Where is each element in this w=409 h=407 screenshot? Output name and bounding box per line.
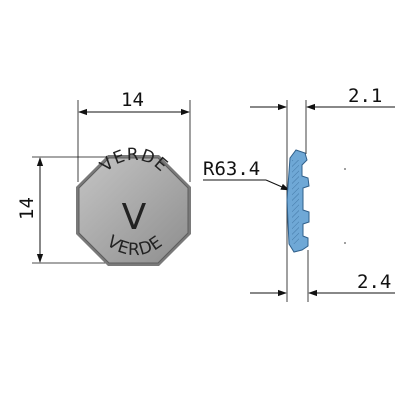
- octagon-badge-face: [78, 157, 189, 264]
- badge-center-letter: V: [122, 197, 147, 238]
- side-view: 2.1 2.4 R63.4: [203, 85, 395, 302]
- section-hatch: [292, 160, 299, 244]
- radius-label: R63.4: [203, 158, 260, 180]
- radius-leader-arrow: [265, 179, 290, 191]
- bottom-dimension-label: 2.4: [357, 271, 391, 293]
- width-dimension-label: 14: [121, 89, 144, 111]
- front-view: 14 14 VERDE V VERDE: [16, 89, 191, 266]
- height-dimension-label: 14: [16, 197, 38, 220]
- top-dimension-label: 2.1: [348, 85, 382, 107]
